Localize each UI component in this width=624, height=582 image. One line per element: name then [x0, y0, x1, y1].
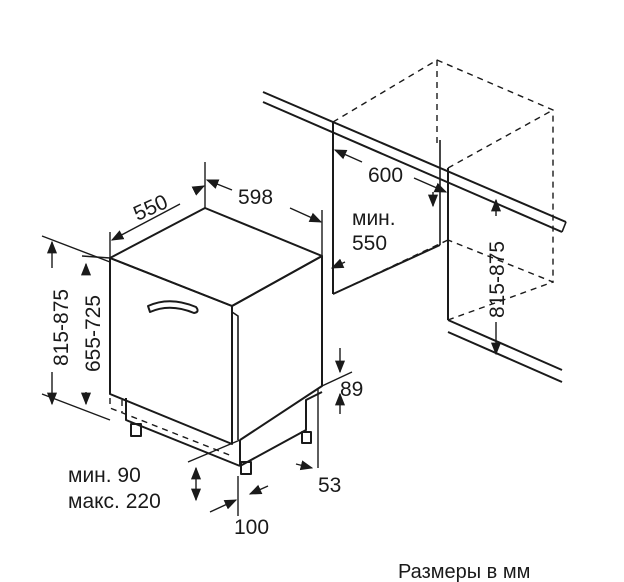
depth-label: 550 [130, 190, 171, 225]
dishwasher-body [109, 207, 323, 475]
body-height-label: 655-725 [82, 295, 105, 372]
kitchen-niche [262, 59, 567, 383]
plinth-recess-label: 53 [318, 474, 341, 497]
plinth-height-label: 89 [340, 378, 363, 401]
width-label: 598 [238, 186, 273, 209]
total-height-label: 815-875 [50, 289, 73, 366]
niche-min-depth-label: 550 [352, 232, 387, 255]
niche-width-label: 600 [368, 164, 403, 187]
niche-height-label: 815-875 [486, 241, 509, 318]
foot-adjust-max-label: макс. 220 [68, 490, 161, 513]
units-caption: Размеры в мм [398, 561, 530, 582]
dimension-lines [41, 149, 502, 516]
foot-adjust-min-label: мин. 90 [68, 464, 141, 487]
foot-offset-label: 100 [234, 516, 269, 539]
niche-min-depth-prefix: мин. [352, 207, 396, 230]
